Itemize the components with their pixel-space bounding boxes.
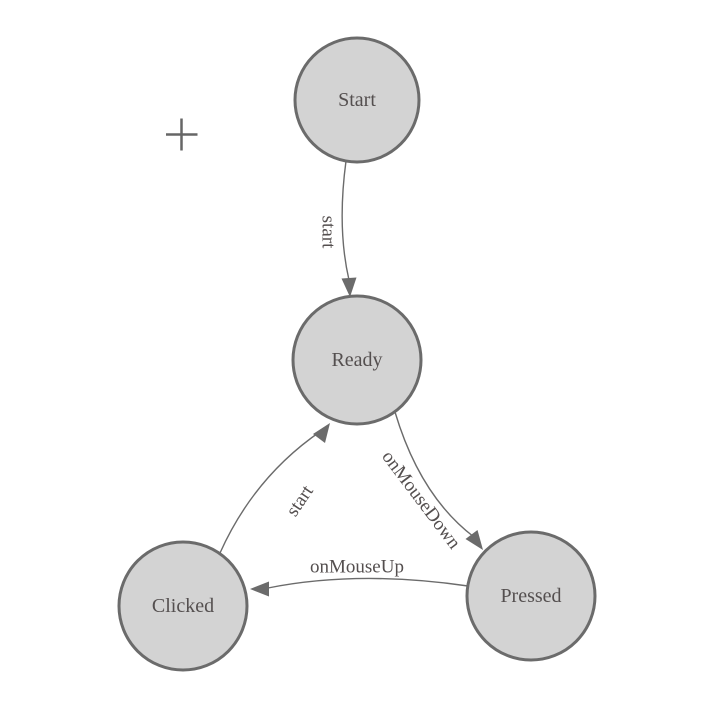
edge-label-start-diagonal: start [282, 481, 318, 520]
arrowhead-into-ready-from-clicked [313, 423, 330, 443]
state-node-ready[interactable]: Ready [291, 294, 423, 426]
edge-label-onmouseup: onMouseUp [310, 557, 404, 578]
arrowhead-into-pressed [465, 530, 483, 550]
transition-edge-start-to-ready[interactable]: start [318, 160, 357, 297]
state-circle-clicked[interactable] [117, 540, 249, 672]
transition-edge-clicked-to-ready[interactable]: start [219, 423, 330, 554]
transition-edge-ready-to-pressed[interactable]: onMouseDown [377, 411, 483, 554]
edge-line-start-to-ready[interactable] [341, 160, 350, 281]
edge-label-onmousedown: onMouseDown [377, 447, 465, 554]
arrowhead-into-ready-from-start [341, 277, 357, 297]
crosshair-plus-icon [166, 118, 198, 151]
state-node-clicked[interactable]: Clicked [117, 540, 249, 672]
transition-edge-pressed-to-clicked[interactable]: onMouseUp [250, 557, 469, 597]
state-label-pressed: Pressed [500, 585, 561, 607]
state-label-start: Start [338, 89, 376, 111]
state-circle-ready[interactable] [291, 294, 423, 426]
edge-line-ready-to-pressed[interactable] [394, 411, 475, 538]
state-circle-pressed[interactable] [465, 530, 597, 662]
edge-label-start-top: start [318, 216, 339, 249]
edge-line-pressed-to-clicked[interactable] [267, 577, 469, 589]
state-node-pressed[interactable]: Pressed [465, 530, 597, 662]
state-label-clicked: Clicked [152, 595, 214, 617]
state-circle-start[interactable] [293, 36, 421, 164]
state-label-ready: Ready [331, 349, 382, 371]
arrowhead-into-clicked [250, 581, 269, 597]
edge-line-clicked-to-ready[interactable] [219, 430, 322, 554]
state-node-start[interactable]: Start [293, 36, 421, 164]
